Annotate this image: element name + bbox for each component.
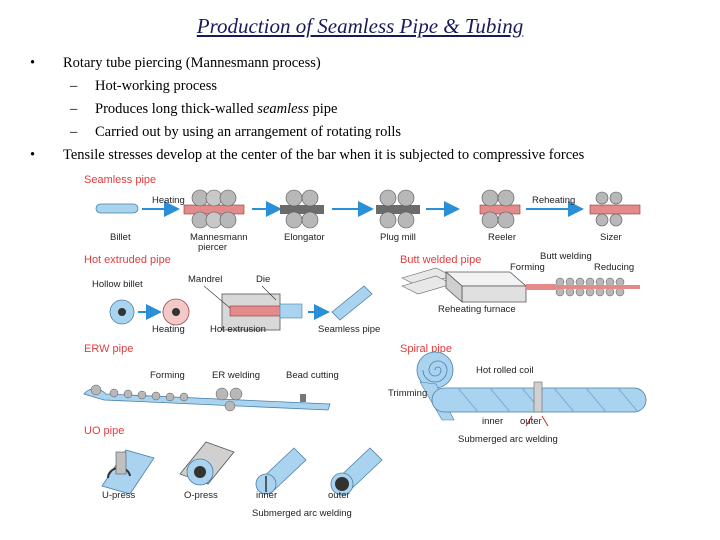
section-title: Butt welded pipe <box>400 254 481 266</box>
hot-extruded-pipe-section: Hot extruded pipe Hollow billet Heating … <box>84 254 380 335</box>
label: Plug mill <box>380 232 416 243</box>
label: Hot rolled coil <box>476 365 534 376</box>
label: inner <box>256 490 277 501</box>
label: Forming <box>510 262 545 273</box>
pipe-production-diagram: Seamless pipe Heating Billet Mannesmann … <box>83 174 647 519</box>
label: Reeler <box>488 232 516 243</box>
label: Submerged arc welding <box>252 508 352 519</box>
hot-strip-icon <box>526 284 556 290</box>
bullet-text: Rotary tube piercing (Mannesmann process… <box>63 55 321 71</box>
label: Bead cutting <box>286 370 339 381</box>
label: outer <box>520 416 542 427</box>
label: Butt welding <box>540 251 592 262</box>
reeler-icon <box>479 189 521 229</box>
spiral-pipe-section: Spiral pipe Hot rolled coil Trimming inn… <box>388 343 647 445</box>
label: Trimming <box>388 388 427 399</box>
label: U-press <box>102 490 136 501</box>
dash-icon: – <box>70 78 78 94</box>
label: Heating <box>152 195 185 206</box>
seamless-pipe-section: Seamless pipe Heating Billet Mannesmann … <box>84 174 641 253</box>
label: Hot extrusion <box>210 324 266 335</box>
label: Hollow billet <box>92 279 143 290</box>
section-title: UO pipe <box>84 425 124 437</box>
plug-mill-icon <box>376 189 420 229</box>
forming-rolls-icon <box>555 277 640 297</box>
dash-icon: – <box>70 101 78 117</box>
spiral-pipe-icon <box>431 381 647 427</box>
erw-line-icon <box>83 384 331 412</box>
u-press-icon <box>101 449 155 495</box>
section-title: Hot extruded pipe <box>84 254 171 266</box>
uo-inner-weld-icon <box>255 447 307 495</box>
sub-bullet-emphasis: seamless <box>257 101 309 117</box>
label: Forming <box>150 370 185 381</box>
sizer-icon <box>589 191 641 227</box>
label: Elongator <box>284 232 325 243</box>
billet-hole-icon <box>118 308 126 316</box>
label: O-press <box>184 490 218 501</box>
label: Submerged arc welding <box>458 434 558 445</box>
elongator-icon <box>280 189 324 229</box>
section-title: ERW pipe <box>84 343 133 355</box>
label: Reheating <box>532 195 575 206</box>
erw-pipe-section: ERW pipe Forming ER welding Bead cutting <box>83 343 339 412</box>
label: Die <box>256 274 270 285</box>
dash-icon: – <box>70 124 78 140</box>
label: Seamless pipe <box>318 324 380 335</box>
sub-bullet-item: – Produces long thick-walled seamless pi… <box>30 98 710 121</box>
label: inner <box>482 416 503 427</box>
sub-bullet-text: Carried out by using an arrangement of r… <box>95 124 402 140</box>
sub-bullet-item: – Hot-working process <box>30 75 710 98</box>
sub-bullet-text-tail: pipe <box>308 101 338 117</box>
mannesmann-piercer-icon <box>183 189 245 229</box>
uo-outer-weld-icon <box>330 447 383 496</box>
seamless-pipe-icon <box>331 285 373 321</box>
bullet-text: Tensile stresses develop at the center o… <box>63 147 585 163</box>
label: Billet <box>110 232 131 243</box>
label: Heating <box>152 324 185 335</box>
extrusion-press-icon <box>203 285 303 331</box>
label: Mannesmann <box>190 232 248 243</box>
label: outer <box>328 490 350 501</box>
label: piercer <box>198 242 227 253</box>
bullet-item: • Rotary tube piercing (Mannesmann proce… <box>30 52 710 75</box>
sub-bullet-text: Produces long thick-walled <box>95 101 258 117</box>
bullet-icon: • <box>30 55 36 71</box>
section-title: Spiral pipe <box>400 343 452 355</box>
label: Sizer <box>600 232 622 243</box>
bullet-icon: • <box>30 147 36 163</box>
label: Mandrel <box>188 274 222 285</box>
sub-bullet-text: Hot-working process <box>95 78 218 94</box>
bullet-list: • Rotary tube piercing (Mannesmann proce… <box>30 52 710 167</box>
billet-hole-icon <box>172 308 180 316</box>
o-press-icon <box>179 441 235 486</box>
label: Reheating furnace <box>438 304 516 315</box>
bullet-item: • Tensile stresses develop at the center… <box>30 144 710 167</box>
section-title: Seamless pipe <box>84 174 156 186</box>
label: Reducing <box>594 262 634 273</box>
billet-icon <box>95 203 139 214</box>
reheating-furnace-icon <box>444 271 528 303</box>
sub-bullet-item: – Carried out by using an arrangement of… <box>30 121 710 144</box>
strip-feed-icon <box>401 267 453 295</box>
uo-pipe-section: UO pipe U-press O-press inner outer Subm… <box>84 425 383 519</box>
label: ER welding <box>212 370 260 381</box>
butt-welded-pipe-section: Butt welded pipe Butt welding Forming Re… <box>400 251 640 315</box>
slide-title: Production of Seamless Pipe & Tubing <box>196 14 524 38</box>
